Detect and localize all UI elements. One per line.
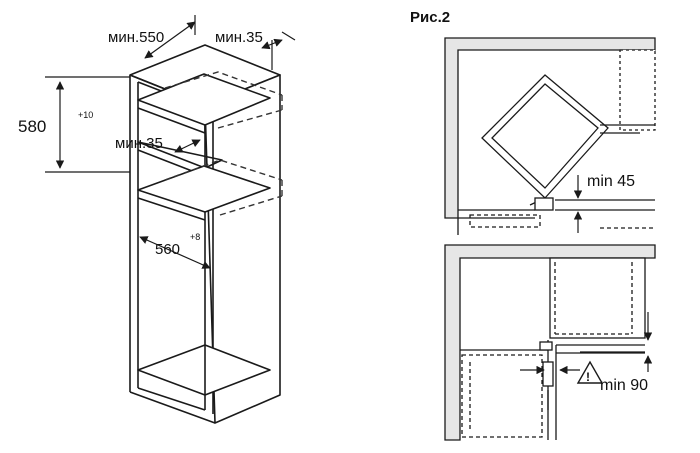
dim-width-label: 560 (155, 241, 180, 258)
warning-icon: ! (578, 362, 602, 384)
dim-width-tolerance: +8 (190, 232, 200, 242)
corner-top-drawing (445, 38, 655, 235)
warning-mark: ! (586, 370, 590, 384)
dim-depth-label: мин.550 (108, 29, 164, 46)
corner-upper-cabinet (550, 258, 645, 338)
dim-side-gap-label: мин.35 (215, 29, 263, 46)
corner-bottom-drawing (445, 245, 655, 440)
wall-top-right-cabinet (620, 50, 655, 130)
dim-min45-label: min 45 (587, 173, 635, 190)
dim-height-tolerance: +10 (78, 110, 93, 120)
tall-cabinet-drawing (130, 45, 280, 423)
dim-height-label: 580 (18, 117, 46, 136)
figure-title: Рис.2 (410, 9, 450, 26)
dim-min90-label: min 90 (600, 377, 648, 394)
dim-rear-gap-label: мин.35 (115, 135, 163, 152)
